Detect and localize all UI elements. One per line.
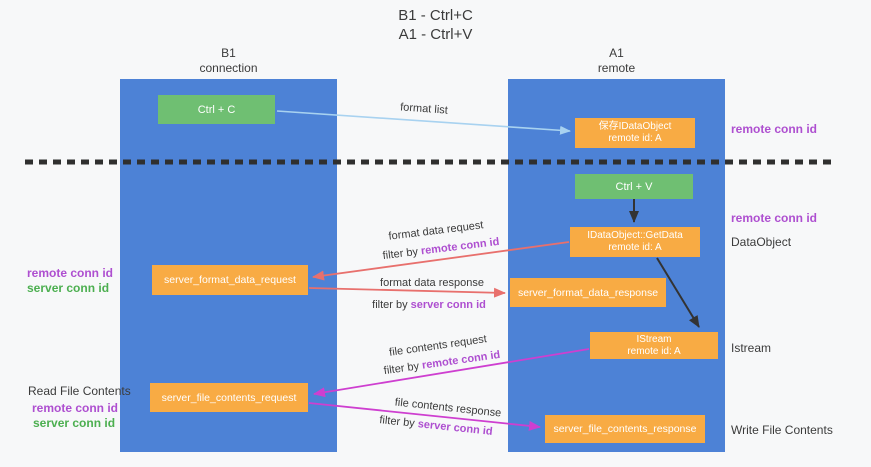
server-file-contents-response-label: server_file_contents_response (553, 423, 697, 435)
file-contents-response-arrow (308, 402, 541, 431)
server-file-contents-response-box: server_file_contents_response (545, 415, 705, 443)
title-line-1: B1 - Ctrl+C (398, 7, 473, 24)
format-data-response-label: format data response (380, 277, 484, 289)
format-data-response-filter-label: filter by server conn id (372, 299, 486, 311)
right-remote-conn-id-mid: remote conn id (731, 211, 818, 225)
istream-line1: IStream (636, 333, 672, 345)
save-idataobject-line1: 保存IDataObject (598, 121, 672, 132)
file-contents-request-arrow (313, 348, 590, 398)
getdata-to-istream-arrow (656, 257, 700, 328)
format-data-response-arrow (308, 287, 506, 298)
lane-b1-subtitle: connection (199, 61, 258, 75)
ctrl-c-box: Ctrl + C (158, 95, 275, 124)
left-remote-conn-id-1: remote conn id (27, 266, 114, 280)
save-idataobject-box: 保存IDataObject remote id: A (575, 118, 695, 148)
server-file-contents-request-label: server_file_contents_request (161, 391, 297, 404)
left-read-file-contents-label: Read File Contents (28, 384, 131, 398)
server-conn-id-text: server conn id (410, 299, 486, 311)
idataobject-getdata-box: IDataObject::GetData remote id: A (570, 227, 700, 257)
right-istream-label: Istream (731, 341, 772, 355)
ctrl-v-label: Ctrl + V (615, 180, 653, 193)
lane-a1-name: A1 (609, 46, 624, 60)
server-format-data-response-label: server_format_data_response (517, 286, 659, 299)
right-write-file-contents-label: Write File Contents (731, 423, 833, 437)
lane-header-a1: A1 remote (508, 46, 725, 76)
lane-header-b1: B1 connection (120, 46, 337, 76)
istream-box: IStream remote id: A (590, 332, 718, 359)
diagram-title: B1 - Ctrl+C A1 - Ctrl+V (0, 6, 871, 44)
format-data-request-arrow (312, 241, 570, 281)
left-server-conn-id-1: server conn id (27, 281, 110, 295)
left-server-conn-id-2: server conn id (33, 416, 116, 430)
ctrl-v-box: Ctrl + V (575, 174, 693, 199)
server-format-data-request-label: server_format_data_request (164, 274, 296, 286)
ctrl-c-label: Ctrl + C (197, 103, 236, 116)
istream-line2: remote id: A (627, 345, 681, 357)
title-line-2: A1 - Ctrl+V (398, 26, 473, 43)
getdata-line1: IDataObject::GetData (587, 230, 683, 241)
save-idataobject-line2: remote id: A (608, 133, 662, 144)
right-remote-conn-id-top: remote conn id (731, 122, 818, 136)
format-list-arrow (276, 110, 571, 135)
left-remote-conn-id-2: remote conn id (32, 401, 119, 415)
filter-by-text: filter by (372, 299, 408, 311)
server-format-data-response-box: server_format_data_response (510, 278, 666, 307)
lane-a1-subtitle: remote (597, 61, 636, 75)
getdata-line2: remote id: A (608, 242, 662, 253)
server-file-contents-request-box: server_file_contents_request (150, 383, 308, 412)
lane-b1-name: B1 (221, 46, 236, 60)
right-dataobject-label: DataObject (731, 235, 792, 249)
server-format-data-request-box: server_format_data_request (152, 265, 308, 295)
